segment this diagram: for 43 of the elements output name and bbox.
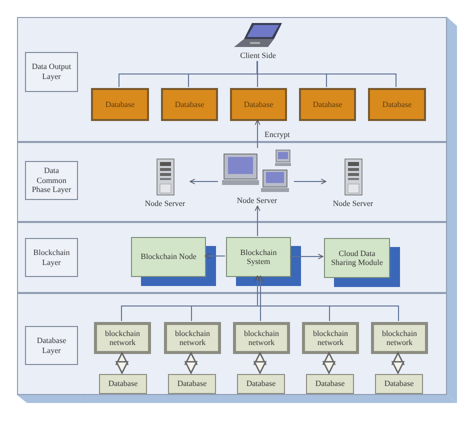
layer-band [17,17,447,142]
arrow [254,206,260,236]
arrow [322,352,336,374]
arrow [254,120,260,148]
layer-band [17,142,447,222]
network-box: blockchain network [233,322,290,354]
layer-label: Data Output Layer [25,52,78,92]
arrow [258,276,264,322]
database-box: Database [168,374,216,394]
database-box: Database [306,374,354,394]
database-box: Database [161,88,218,121]
database-box: Database [99,374,147,394]
node-label: Client Side [240,51,276,60]
arrow [190,178,218,184]
database-box: Database [91,88,149,121]
arrow [254,352,266,374]
arrow [184,352,198,374]
database-box: Database [230,88,287,121]
arrow [290,254,324,260]
layer-label: Database Layer [25,326,78,365]
database-box: Database [299,88,356,121]
arrow [204,253,226,259]
layer-label: Blockchain Layer [25,238,78,277]
connector-line [257,60,258,88]
network-box: blockchain network [164,322,221,354]
network-box: blockchain network [94,322,151,354]
layer-band [17,222,447,293]
node-label: Node Server [332,199,374,208]
arrow [392,352,404,374]
connector-line [256,60,396,88]
database-box: Database [375,374,423,394]
arrow [116,352,128,374]
database-box: Database [368,88,426,121]
edge-label: Encrypt [264,130,291,139]
database-box: Database [237,374,285,394]
arrow [294,178,326,184]
node-label: Node Server [236,196,278,206]
node-label: Node Server [144,199,186,208]
arrow [254,276,399,322]
network-box: blockchain network [302,322,359,354]
layer-label: Data Common Phase Layer [25,161,78,200]
layer-band [17,293,447,395]
network-box: blockchain network [371,322,428,354]
